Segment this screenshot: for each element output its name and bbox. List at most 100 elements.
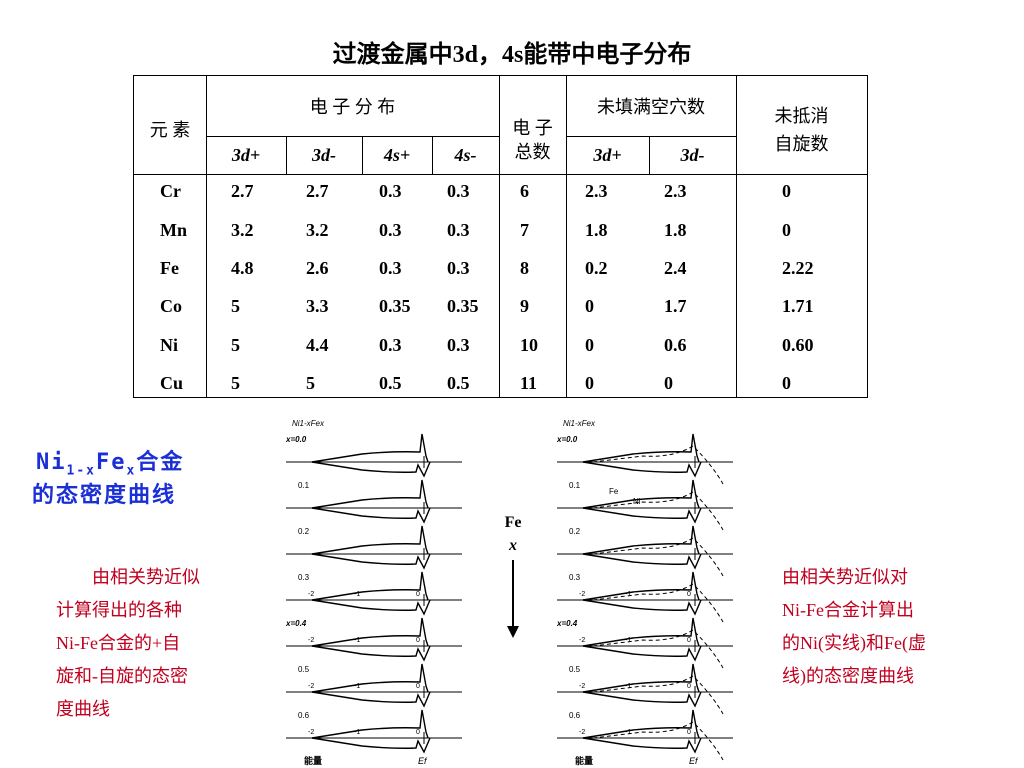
tick-label: -2 — [579, 591, 585, 598]
legend-ni: Ni — [633, 497, 641, 506]
table-cell: 2.7 — [306, 181, 329, 201]
spin-down-curve — [582, 461, 702, 478]
subheader-1: 3d- — [312, 145, 336, 165]
x-label: 0.6 — [298, 711, 310, 720]
tick-label: -1 — [625, 637, 631, 644]
table-cell: 1.8 — [585, 220, 608, 240]
spin-down-curve — [311, 599, 431, 616]
table-cell: 3.3 — [306, 296, 329, 316]
spin-up-curve — [582, 525, 700, 555]
x-label: 0.3 — [298, 573, 310, 582]
table-cell: 4.8 — [231, 258, 254, 278]
header-electron-distribution: 电 子 分 布 — [309, 97, 396, 117]
tick-label: -2 — [308, 683, 314, 690]
table-cell: 10 — [520, 335, 538, 355]
tick-label: 0 — [416, 683, 420, 690]
table-cell: 9 — [520, 296, 529, 316]
table-cell: 0 — [664, 373, 673, 393]
x-label: 0.2 — [569, 527, 581, 536]
table-cell: 0 — [782, 373, 791, 393]
tick-label: -2 — [308, 637, 314, 644]
page-title: 过渡金属中3d，4s能带中电子分布 — [332, 42, 692, 68]
down-arrow-icon — [507, 560, 519, 638]
spin-down-curve — [582, 553, 702, 570]
tick-label: -1 — [625, 729, 631, 736]
spin-up-curve — [582, 663, 700, 693]
x-label: x=0.0 — [285, 435, 307, 444]
tick-label: -1 — [354, 637, 360, 644]
table-cell: 0.60 — [782, 335, 814, 355]
side-title-line2: 的态密度曲线 — [32, 483, 177, 508]
table-cell: 7 — [520, 220, 529, 240]
table-cell: 6 — [520, 181, 529, 201]
table-cell: 0.3 — [379, 220, 402, 240]
tick-label: -2 — [579, 637, 585, 644]
spin-up-curve — [311, 525, 429, 555]
element-symbol: Cu — [160, 373, 184, 393]
spin-down-curve — [311, 737, 431, 754]
tick-label: -1 — [354, 591, 360, 598]
tick-label: 0 — [687, 683, 691, 690]
left-note: 由相关势近似 计算得出的各种 Ni-Fe合金的+自 旋和-自旋的态密 度曲线 — [56, 567, 200, 719]
table-cell: 4.4 — [306, 335, 329, 355]
x-label: x=0.4 — [285, 619, 307, 628]
table-cell: 3.2 — [231, 220, 254, 240]
tick-label: -2 — [308, 729, 314, 736]
x-label: 0.2 — [298, 527, 310, 536]
spin-up-curve — [582, 479, 700, 509]
spin-down-curve — [311, 461, 431, 478]
spin-down-curve — [582, 737, 702, 754]
electron-distribution-table: 元 素 电 子 分 布 电 子 总数 未填满空穴数 未抵消 自旋数 3d+3d-… — [133, 75, 868, 398]
table-cell: 1.8 — [664, 220, 687, 240]
tick-label: -2 — [308, 591, 314, 598]
header-unpaired-spin: 未抵消 自旋数 — [774, 106, 829, 154]
spin-down-curve — [311, 507, 431, 524]
table-cell: 11 — [520, 373, 538, 393]
x-label: 0.6 — [569, 711, 581, 720]
x-label: 0.1 — [569, 481, 581, 490]
table-cell: 0.35 — [447, 296, 479, 316]
tick-label: 0 — [687, 637, 691, 644]
subheader-3: 4s- — [454, 145, 477, 165]
table-cell: 0.3 — [447, 220, 470, 240]
table-cell: 0.3 — [379, 258, 402, 278]
arrow-label-fe: Fe — [504, 514, 522, 531]
x-label: 0.5 — [569, 665, 581, 674]
table-cell: 0 — [585, 373, 594, 393]
plot-header: Ni1-xFex — [292, 419, 325, 428]
element-symbol: Mn — [160, 220, 187, 240]
table-cell: 1.7 — [664, 296, 687, 316]
x-label: x=0.4 — [556, 619, 578, 628]
arrow-label-x: x — [509, 537, 517, 554]
table-cell: 0 — [585, 335, 594, 355]
plot-header: Ni1-xFex — [563, 419, 596, 428]
table-cell: 0.5 — [447, 373, 470, 393]
spin-down-curve — [582, 645, 702, 662]
table-cell: 2.4 — [664, 258, 687, 278]
fermi-label: Ef — [418, 756, 428, 766]
table-cell: 2.22 — [782, 258, 814, 278]
tick-label: -1 — [625, 683, 631, 690]
element-symbol: Ni — [160, 335, 178, 355]
tick-label: 0 — [416, 637, 420, 644]
legend-fe: Fe — [609, 487, 619, 496]
header-element: 元 素 — [149, 120, 191, 140]
spin-up-curve — [582, 571, 700, 601]
table-cell: 5 — [306, 373, 315, 393]
table-cell: 0.3 — [447, 181, 470, 201]
subheader-4: 3d+ — [593, 145, 622, 165]
table-cell: 2.3 — [664, 181, 687, 201]
tick-label: 0 — [687, 591, 691, 598]
spin-down-curve — [582, 599, 702, 616]
subheader-2: 4s+ — [383, 145, 411, 165]
tick-label: 0 — [416, 729, 420, 736]
tick-label: 0 — [687, 729, 691, 736]
tick-label: -1 — [354, 729, 360, 736]
spin-up-curve — [311, 617, 429, 647]
table-cell: 3.2 — [306, 220, 329, 240]
tick-label: -1 — [625, 591, 631, 598]
side-title: Ni1-xFex合金 — [36, 450, 185, 479]
element-symbol: Fe — [160, 258, 179, 278]
